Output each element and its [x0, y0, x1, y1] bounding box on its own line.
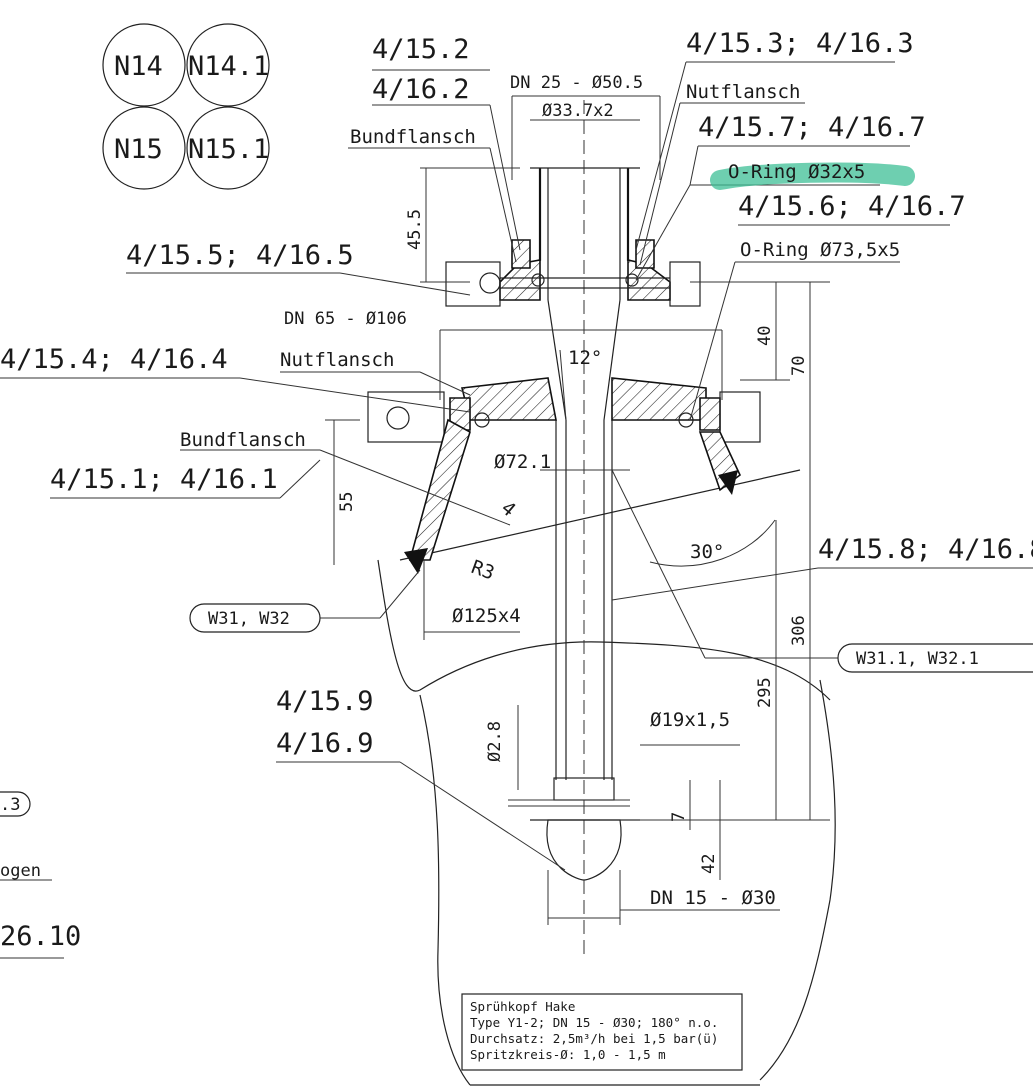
pipe-assembly: [508, 100, 647, 960]
nozzle-circles: N14 N14.1 N15 N15.1: [102, 23, 270, 190]
ref-left-partial: 26.10: [0, 921, 81, 952]
dim-d721: Ø72.1: [494, 451, 551, 473]
ref-left-partial-word: ogen: [0, 861, 41, 881]
ref-4-15-6: 4/15.6; 4/16.7: [738, 191, 966, 222]
spec-line-4: Spritzkreis-Ø: 1,0 - 1,5 m: [470, 1047, 666, 1062]
nozzle-circle-n14: [102, 23, 186, 107]
ref-4-16-2: 4/16.2: [372, 74, 470, 105]
weld-bubble-w31: [189, 603, 321, 633]
dim-dn25: DN 25 - Ø50.5: [510, 73, 643, 93]
dim-h295: 295: [755, 677, 775, 708]
nozzle-label-n15: N15: [114, 134, 163, 165]
spec-line-3: Durchsatz: 2,5m³/h bei 1,5 bar(ü): [470, 1031, 718, 1046]
vessel-shell: [377, 469, 836, 1086]
ref-4-15-1: 4/15.1; 4/16.1: [50, 464, 278, 495]
nozzle-circle-n15-1: [186, 106, 270, 190]
ref-4-15-8: 4/15.8; 4/16.8: [818, 534, 1033, 565]
dim-dn65: DN 65 - Ø106: [284, 309, 407, 329]
dim-d337: Ø33.7x2: [542, 101, 614, 121]
nozzle-circle-n14-1: [186, 23, 270, 107]
ref-left-partial-small: .3: [0, 795, 20, 815]
ref-4-15-7: 4/15.7; 4/16.7: [698, 112, 926, 143]
label-nutflansch-top: Nutflansch: [686, 81, 800, 103]
label-nutflansch-mid: Nutflansch: [280, 349, 394, 371]
reference-labels: 4/15.2 4/16.2 4/15.3; 4/16.3 4/15.7; 4/1…: [0, 28, 1033, 952]
dim-h55: 55: [337, 492, 357, 512]
ref-4-15-3: 4/15.3; 4/16.3: [686, 28, 914, 59]
dim-h70: 70: [789, 356, 809, 376]
highlight-mark: [710, 162, 915, 190]
spec-line-2: Type Y1-2; DN 15 - Ø30; 180° n.o.: [470, 1015, 718, 1030]
spec-line-1: Sprühkopf Hake: [470, 999, 575, 1014]
dim-h42: 42: [699, 854, 719, 874]
dim-h7: 7: [669, 812, 689, 822]
weld-labels: W31, W32 W31.1, W32.1: [189, 603, 1033, 673]
dim-h40: 40: [755, 326, 775, 346]
label-oring-large: O-Ring Ø73,5x5: [740, 239, 900, 261]
label-bundflansch-top: Bundflansch: [350, 126, 476, 148]
dim-t4: 4: [497, 497, 520, 521]
dim-d19: Ø19x1,5: [650, 709, 730, 731]
label-bundflansch-mid: Bundflansch: [180, 429, 306, 451]
nozzle-circle-n15: [102, 106, 186, 190]
weld-bubble-w311: [837, 643, 1033, 673]
dim-h306: 306: [789, 615, 809, 646]
ref-4-15-5: 4/15.5; 4/16.5: [126, 240, 354, 271]
dim-angle30: 30°: [690, 541, 724, 563]
top-flange: [445, 239, 701, 307]
weld-label-w31: W31, W32: [208, 609, 290, 629]
part-labels: Bundflansch Nutflansch O-Ring Ø32x5 O-Ri…: [180, 81, 900, 451]
spec-box: Sprühkopf Hake Type Y1-2; DN 15 - Ø30; 1…: [461, 993, 743, 1071]
middle-flange: [367, 377, 761, 574]
dim-r3: R3: [468, 556, 497, 585]
dim-h455: 45.5: [405, 209, 425, 250]
dim-dn15: DN 15 - Ø30: [650, 887, 776, 909]
nozzle-label-n14-1: N14.1: [188, 51, 269, 82]
dim-d28: Ø2.8: [485, 721, 505, 762]
ref-4-15-4: 4/15.4; 4/16.4: [0, 344, 228, 375]
dim-angle12: 12°: [568, 347, 602, 369]
nozzle-label-n15-1: N15.1: [188, 134, 269, 165]
ref-4-16-9: 4/16.9: [276, 728, 374, 759]
dimension-labels: DN 25 - Ø50.5 Ø33.7x2 45.5 DN 65 - Ø106 …: [284, 73, 809, 909]
label-oring-small: O-Ring Ø32x5: [728, 161, 865, 183]
dim-d125: Ø125x4: [452, 605, 521, 627]
ref-4-15-9: 4/15.9: [276, 686, 374, 717]
spec-box-frame: [461, 993, 743, 1071]
nozzle-label-n14: N14: [114, 51, 163, 82]
ref-4-15-2: 4/15.2: [372, 34, 470, 65]
ref-left-partial-bubble: [0, 791, 31, 817]
weld-label-w311: W31.1, W32.1: [856, 649, 979, 669]
leader-lines: [0, 61, 1033, 959]
